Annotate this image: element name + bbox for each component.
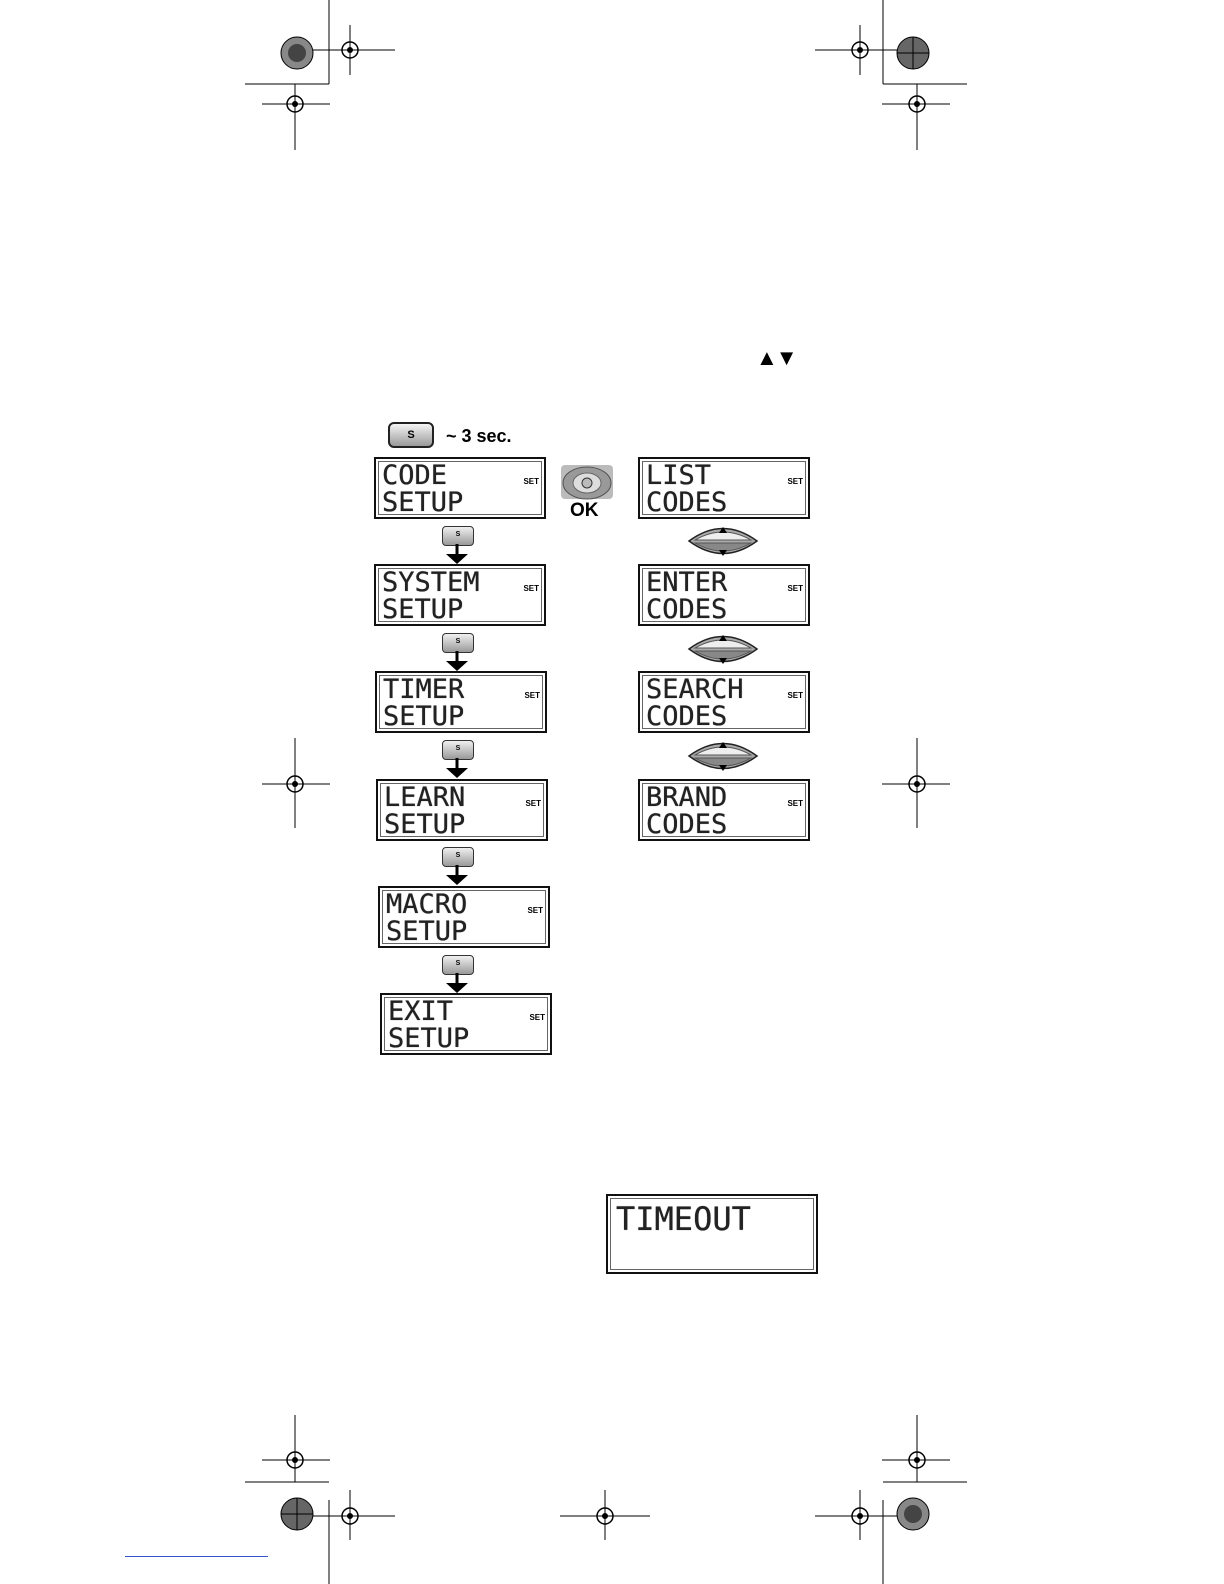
s-step-arrow: S (438, 955, 478, 997)
set-indicator: SET (524, 691, 540, 700)
set-indicator: SET (523, 584, 539, 593)
setup-s-button[interactable]: S (388, 422, 434, 448)
lcd-timer-setup: TIMER SETUP SET (375, 671, 547, 733)
lcd-line2: SETUP (388, 1025, 469, 1052)
lcd-exit-setup: EXIT SETUP SET (380, 993, 552, 1055)
lcd-line2: SETUP (383, 703, 464, 730)
footer-rule (125, 1556, 268, 1557)
lcd-line2: CODES (646, 703, 727, 730)
up-down-nav-pad-icon[interactable] (687, 630, 759, 668)
lcd-line1: MACRO (386, 891, 467, 918)
timeout-text: TIMEOUT (616, 1200, 751, 1238)
lcd-line2: SETUP (386, 918, 467, 945)
set-indicator: SET (787, 584, 803, 593)
set-indicator: SET (523, 477, 539, 486)
lcd-search-codes: SEARCH CODES SET (638, 671, 810, 733)
s-step-arrow: S (438, 633, 478, 675)
ok-button-icon[interactable] (561, 465, 613, 505)
s-step-arrow: S (438, 740, 478, 782)
lcd-system-setup: SYSTEM SETUP SET (374, 564, 546, 626)
lcd-line1: EXIT (388, 998, 453, 1025)
lcd-line1: SEARCH (646, 676, 744, 703)
s-step-arrow: S (438, 847, 478, 889)
up-down-nav-pad-icon[interactable] (687, 522, 759, 560)
set-indicator: SET (529, 1013, 545, 1022)
s-step-arrow: S (438, 526, 478, 568)
lcd-line2: CODES (646, 489, 727, 516)
set-indicator: SET (527, 906, 543, 915)
lcd-line1: TIMER (383, 676, 464, 703)
lcd-list-codes: LIST CODES SET (638, 457, 810, 519)
lcd-brand-codes: BRAND CODES SET (638, 779, 810, 841)
lcd-line2: SETUP (382, 489, 463, 516)
lcd-timeout: TIMEOUT (606, 1194, 818, 1274)
lcd-line2: CODES (646, 596, 727, 623)
lcd-line1: SYSTEM (382, 569, 480, 596)
lcd-line1: BRAND (646, 784, 727, 811)
lcd-line1: ENTER (646, 569, 727, 596)
set-indicator: SET (787, 799, 803, 808)
set-indicator: SET (787, 477, 803, 486)
lcd-line2: SETUP (382, 596, 463, 623)
hold-duration-label: ~ 3 sec. (446, 426, 512, 447)
lcd-macro-setup: MACRO SETUP SET (378, 886, 550, 948)
set-indicator: SET (525, 799, 541, 808)
up-down-arrows-icon: ▲▼ (756, 345, 796, 371)
lcd-learn-setup: LEARN SETUP SET (376, 779, 548, 841)
lcd-line2: SETUP (384, 811, 465, 838)
lcd-line1: LIST (646, 462, 711, 489)
lcd-line1: LEARN (384, 784, 465, 811)
lcd-line1: CODE (382, 462, 447, 489)
lcd-line2: CODES (646, 811, 727, 838)
lcd-code-setup: CODE SETUP SET (374, 457, 546, 519)
set-indicator: SET (787, 691, 803, 700)
lcd-enter-codes: ENTER CODES SET (638, 564, 810, 626)
ok-label: OK (570, 500, 599, 522)
up-down-nav-pad-icon[interactable] (687, 737, 759, 775)
